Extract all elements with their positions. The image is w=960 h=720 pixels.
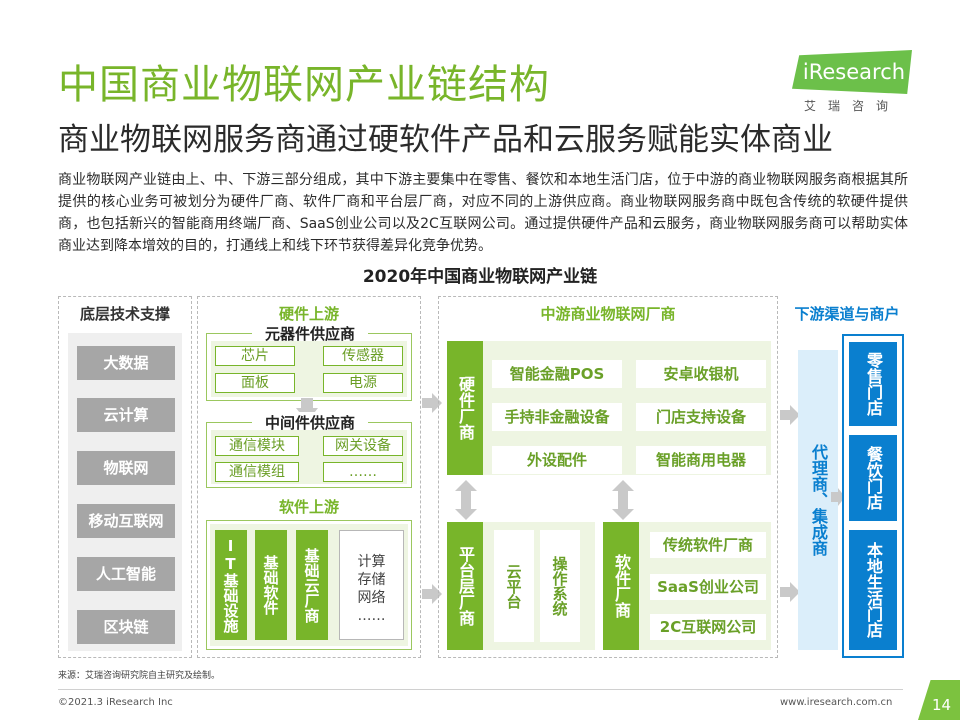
hardware-vendor-item: 安卓收银机 (636, 360, 766, 388)
base-tech-item: 云计算 (77, 398, 175, 432)
store-item: 餐饮门店 (849, 435, 897, 521)
hardware-vendor-item: 智能商用电器 (636, 446, 766, 474)
right-arrow-icon (422, 393, 442, 413)
software-infra-item: 存储 (357, 572, 386, 588)
software-vendor-item: SaaS创业公司 (650, 574, 766, 600)
intermediate-item: 网关设备 (323, 436, 403, 456)
software-upstream-item: 基础软件 (255, 530, 287, 640)
store-item: 零售门店 (849, 342, 897, 426)
right-arrow-icon (422, 584, 442, 604)
base-tech-item: 物联网 (77, 451, 175, 485)
intermediate-item: 通信模块 (215, 436, 299, 456)
software-upstream-item: 基础云厂商 (296, 530, 328, 640)
page-number-badge: 14 (918, 680, 960, 720)
software-upstream-heading: 软件上游 (278, 498, 339, 516)
software-vendor-item: 传统软件厂商 (650, 532, 766, 558)
page-title: 中国商业物联网产业链结构 (58, 62, 550, 108)
store-item: 本地生活门店 (849, 530, 897, 650)
component-item: 电源 (323, 373, 403, 393)
component-item: 芯片 (215, 346, 295, 366)
hardware-vendor-label: 硬件厂商 (447, 341, 483, 475)
intro-paragraph: 商业物联网产业链由上、中、下游三部分组成，其中下游主要集中在零售、餐饮和本地生活… (58, 172, 908, 254)
up-down-arrow-icon (612, 480, 634, 520)
copyright: ©2021.3 iResearch Inc (58, 697, 173, 708)
software-infra-item: 计算 (357, 554, 386, 570)
hardware-vendor-item: 外设配件 (492, 446, 622, 474)
base-tech-item: 区块链 (77, 610, 175, 644)
hardware-vendor-item: 门店支持设备 (636, 403, 766, 431)
up-down-arrow-icon (455, 480, 477, 520)
base-tech-item: 人工智能 (77, 557, 175, 591)
footer-divider (58, 689, 903, 690)
diagram-title: 2020年中国商业物联网产业链 (362, 267, 598, 287)
upstream-column (197, 296, 421, 658)
base-tech-panel (68, 333, 182, 651)
hardware-upstream-heading: 硬件上游 (278, 305, 339, 323)
base-tech-column (58, 296, 192, 658)
midstream-heading: 中游商业物联网厂商 (540, 305, 676, 323)
base-tech-item: 大数据 (77, 346, 175, 380)
right-arrow-icon (780, 582, 800, 602)
intermediate-item: 通信模组 (215, 462, 299, 482)
hardware-vendor-item: 智能金融POS (492, 360, 622, 388)
base-tech-item: 移动互联网 (77, 504, 175, 538)
platform-vendor-item: 云平台 (494, 530, 534, 642)
platform-vendor-label: 平台层厂商 (447, 522, 483, 650)
component-item: 面板 (215, 373, 295, 393)
software-upstream-item: IT基础设施 (215, 530, 247, 640)
page-number: 14 (932, 696, 952, 714)
logo-badge (792, 50, 912, 94)
base-tech-heading: 底层技术支撑 (79, 305, 170, 323)
software-upstream-box (206, 520, 412, 650)
down-arrow-icon (296, 398, 318, 422)
channel-agents: 代理商、集成商 (798, 350, 838, 650)
software-vendor-item: 2C互联网公司 (650, 614, 766, 640)
website-link[interactable]: www.iresearch.com.cn (780, 697, 893, 708)
logo-text: iResearch (802, 60, 906, 84)
page-subtitle: 商业物联网服务商通过硬软件产品和云服务赋能实体商业 (58, 122, 833, 158)
intermediate-supplier-label: 中间件供应商 (252, 412, 368, 433)
right-arrow-icon (831, 488, 845, 506)
software-infra-item: …… (357, 608, 386, 624)
midstream-column (438, 296, 778, 658)
components-supplier-label: 元器件供应商 (252, 323, 368, 344)
logo-chinese-text: 艾瑞咨询 (803, 99, 900, 113)
source-note: 来源：艾瑞咨询研究院自主研究及绘制。 (58, 671, 221, 681)
iresearch-logo: iResearch 艾瑞咨询 (792, 50, 912, 113)
hardware-vendor-item: 手持非金融设备 (492, 403, 622, 431)
platform-vendor-item: 操作系统 (540, 530, 580, 642)
component-item: 传感器 (323, 346, 403, 366)
software-infra-list: 计算 存储 网络 …… (339, 530, 404, 640)
software-infra-item: 网络 (357, 590, 386, 606)
intermediate-item: …… (323, 462, 403, 482)
right-arrow-icon (780, 405, 800, 425)
software-vendor-label: 软件厂商 (603, 522, 639, 650)
downstream-heading: 下游渠道与商户 (794, 305, 900, 323)
